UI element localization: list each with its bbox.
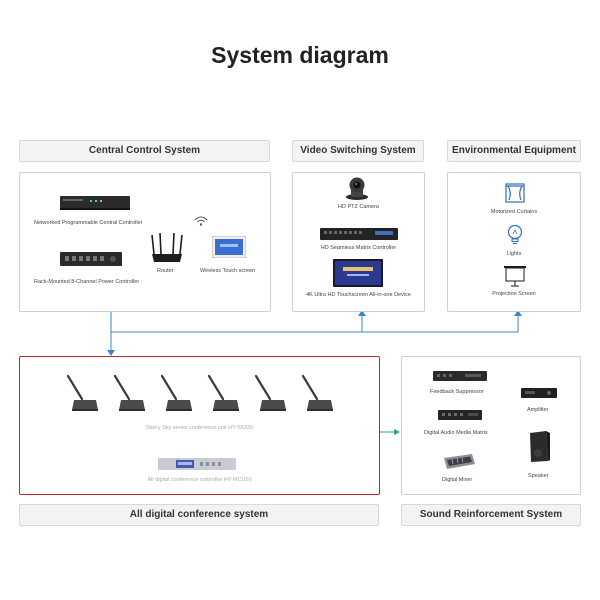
conference-header: All digital conference system xyxy=(19,504,379,526)
router-label: Router xyxy=(157,268,174,274)
projection-screen-icon xyxy=(504,266,526,287)
audio-media-matrix-label: Digital Audio Media Matrix xyxy=(424,430,488,436)
power-controller-device xyxy=(60,252,122,266)
matrix-controller-label: HD Seamless Matrix Controller xyxy=(320,245,397,251)
router-device xyxy=(151,232,183,262)
curtains-icon xyxy=(505,183,525,203)
conference-controller-label: All digital conference controller HY-MCU… xyxy=(147,477,252,483)
touchscreen-4k-label: 4K Ultra HD Touchscreen All-in-one Devic… xyxy=(306,292,411,298)
environmental-panel xyxy=(447,172,581,312)
conference-units-label: Starry Sky series conference unit HY-S53… xyxy=(145,425,254,431)
central-controller-label: Networked Programmable Central Controlle… xyxy=(34,220,143,226)
sound-panel xyxy=(401,356,581,495)
conference-panel xyxy=(19,356,380,495)
lights-icon xyxy=(507,224,523,244)
speaker-label: Speaker xyxy=(528,473,549,479)
amplifier-device xyxy=(521,388,557,398)
environmental-header: Environmental Equipment xyxy=(447,140,581,162)
conference-controller-device xyxy=(158,458,236,470)
sound-header: Sound Reinforcement System xyxy=(401,504,581,526)
feedback-suppressor-label: Feedback Suppressor xyxy=(430,389,484,395)
lights-label: Lights xyxy=(506,251,522,257)
power-controller-label: Rack-Mounted 8-Channel Power Controller xyxy=(34,279,140,285)
audio-media-matrix-device xyxy=(438,410,482,420)
wireless-touch-screen-device xyxy=(212,236,246,258)
conference-units xyxy=(66,374,335,413)
speaker-device xyxy=(530,431,550,462)
ptz-camera-device xyxy=(346,177,368,200)
wireless-touch-screen-label: Wireless Touch screen xyxy=(200,268,256,274)
ptz-camera-label: HD PTZ Camera xyxy=(338,204,379,210)
amplifier-label: Amplifier xyxy=(527,407,549,413)
page-title: System diagram xyxy=(211,42,389,68)
digital-mixer-label: Digital Mixer xyxy=(442,477,473,483)
curtains-label: Motorized Curtains xyxy=(490,209,538,215)
feedback-suppressor-device xyxy=(433,371,487,381)
digital-mixer-device xyxy=(444,454,475,469)
central-controller-device xyxy=(60,196,130,210)
wifi-icon xyxy=(194,216,208,226)
video-switching-header: Video Switching System xyxy=(292,140,424,162)
matrix-controller-device xyxy=(320,228,398,240)
touchscreen-4k-device xyxy=(333,259,383,287)
projection-screen-label: Projection Screen xyxy=(492,291,536,297)
central-control-header: Central Control System xyxy=(19,140,270,162)
